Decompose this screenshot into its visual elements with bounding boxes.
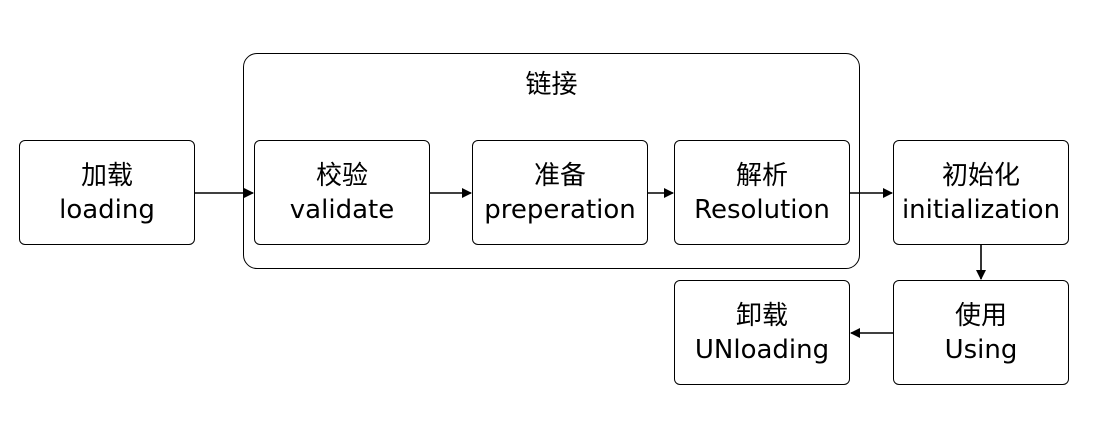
- initialization-node: 初始化 initialization: [893, 140, 1069, 245]
- unloading-cn-label: 卸载: [735, 300, 788, 331]
- linking-group-title: 链接: [525, 70, 578, 100]
- validate-en-label: validate: [289, 194, 395, 225]
- preperation-node: 准备 preperation: [472, 140, 648, 245]
- resolution-cn-label: 解析: [735, 160, 788, 191]
- unloading-en-label: UNloading: [694, 334, 830, 365]
- initialization-en-label: initialization: [901, 194, 1061, 225]
- using-cn-label: 使用: [954, 300, 1007, 331]
- loading-en-label: loading: [59, 194, 155, 225]
- resolution-en-label: Resolution: [694, 194, 830, 225]
- preperation-en-label: preperation: [484, 194, 636, 225]
- unloading-node: 卸载 UNloading: [674, 280, 850, 385]
- validate-cn-label: 校验: [315, 160, 368, 191]
- loading-cn-label: 加载: [80, 160, 133, 191]
- resolution-node: 解析 Resolution: [674, 140, 850, 245]
- using-node: 使用 Using: [893, 280, 1069, 385]
- using-en-label: Using: [944, 334, 1018, 365]
- validate-node: 校验 validate: [254, 140, 430, 245]
- preperation-cn-label: 准备: [533, 160, 586, 191]
- loading-node: 加载 loading: [19, 140, 195, 245]
- initialization-cn-label: 初始化: [941, 160, 1020, 191]
